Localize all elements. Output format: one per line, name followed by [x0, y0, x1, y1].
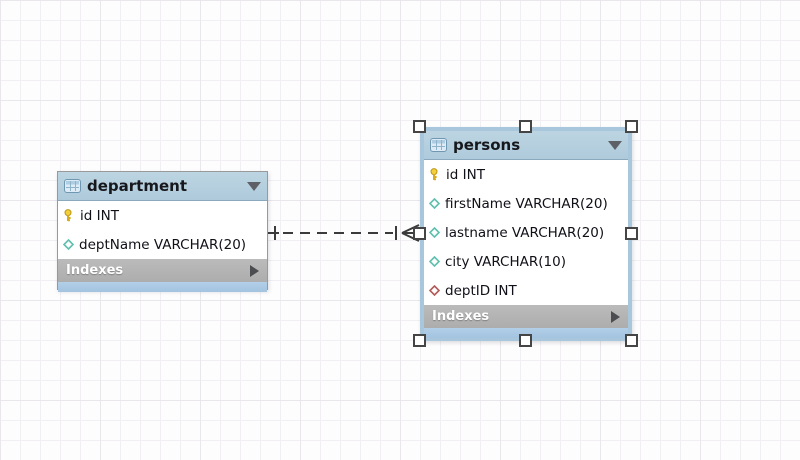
- column-row[interactable]: lastname VARCHAR(20): [424, 218, 628, 247]
- column-icon: [429, 198, 440, 209]
- column-icon: [63, 239, 74, 250]
- selection-handle-nw[interactable]: [413, 120, 426, 133]
- column-row[interactable]: city VARCHAR(10): [424, 247, 628, 276]
- expand-indexes-icon[interactable]: [611, 310, 620, 323]
- primary-key-icon: [430, 168, 438, 181]
- column-icon: [429, 256, 440, 267]
- column-label: id INT: [80, 207, 119, 224]
- column-row[interactable]: id INT: [424, 160, 628, 189]
- indexes-section-header[interactable]: Indexes: [424, 305, 628, 328]
- column-label: deptName VARCHAR(20): [79, 236, 247, 253]
- selection-handle-e[interactable]: [625, 227, 638, 240]
- table-icon: [430, 138, 447, 152]
- collapse-toggle-icon[interactable]: [608, 140, 622, 150]
- table-header-persons[interactable]: persons: [424, 131, 628, 160]
- table-footer: [58, 282, 267, 292]
- column-label: deptID INT: [445, 282, 517, 299]
- selection-handle-ne[interactable]: [625, 120, 638, 133]
- selection-handle-sw[interactable]: [413, 334, 426, 347]
- table-header-department[interactable]: department: [58, 172, 267, 201]
- column-label: firstName VARCHAR(20): [445, 195, 608, 212]
- selection-handle-w[interactable]: [413, 227, 426, 240]
- table-name-label: department: [87, 177, 187, 195]
- primary-key-icon: [64, 209, 72, 222]
- indexes-section-header[interactable]: Indexes: [58, 259, 267, 282]
- selection-handle-s[interactable]: [519, 334, 532, 347]
- column-label: lastname VARCHAR(20): [445, 224, 605, 241]
- selection-handle-n[interactable]: [519, 120, 532, 133]
- table-footer: [424, 328, 628, 338]
- column-row[interactable]: deptID INT: [424, 276, 628, 305]
- table-icon: [64, 179, 81, 193]
- column-label: city VARCHAR(10): [445, 253, 566, 270]
- column-row[interactable]: deptName VARCHAR(20): [58, 230, 267, 259]
- column-icon: [429, 227, 440, 238]
- indexes-label: Indexes: [66, 263, 124, 278]
- column-row[interactable]: firstName VARCHAR(20): [424, 189, 628, 218]
- column-label: id INT: [446, 166, 485, 183]
- selection-handle-se[interactable]: [625, 334, 638, 347]
- collapse-toggle-icon[interactable]: [247, 181, 261, 191]
- fk-column-icon: [429, 285, 440, 296]
- expand-indexes-icon[interactable]: [250, 264, 259, 277]
- table-name-label: persons: [453, 136, 521, 154]
- column-row[interactable]: id INT: [58, 201, 267, 230]
- indexes-label: Indexes: [432, 309, 490, 324]
- table-department[interactable]: department id INT deptName VARCHAR(20) I…: [57, 171, 268, 292]
- table-persons[interactable]: persons id INT firstName VARCHAR(20): [420, 127, 632, 341]
